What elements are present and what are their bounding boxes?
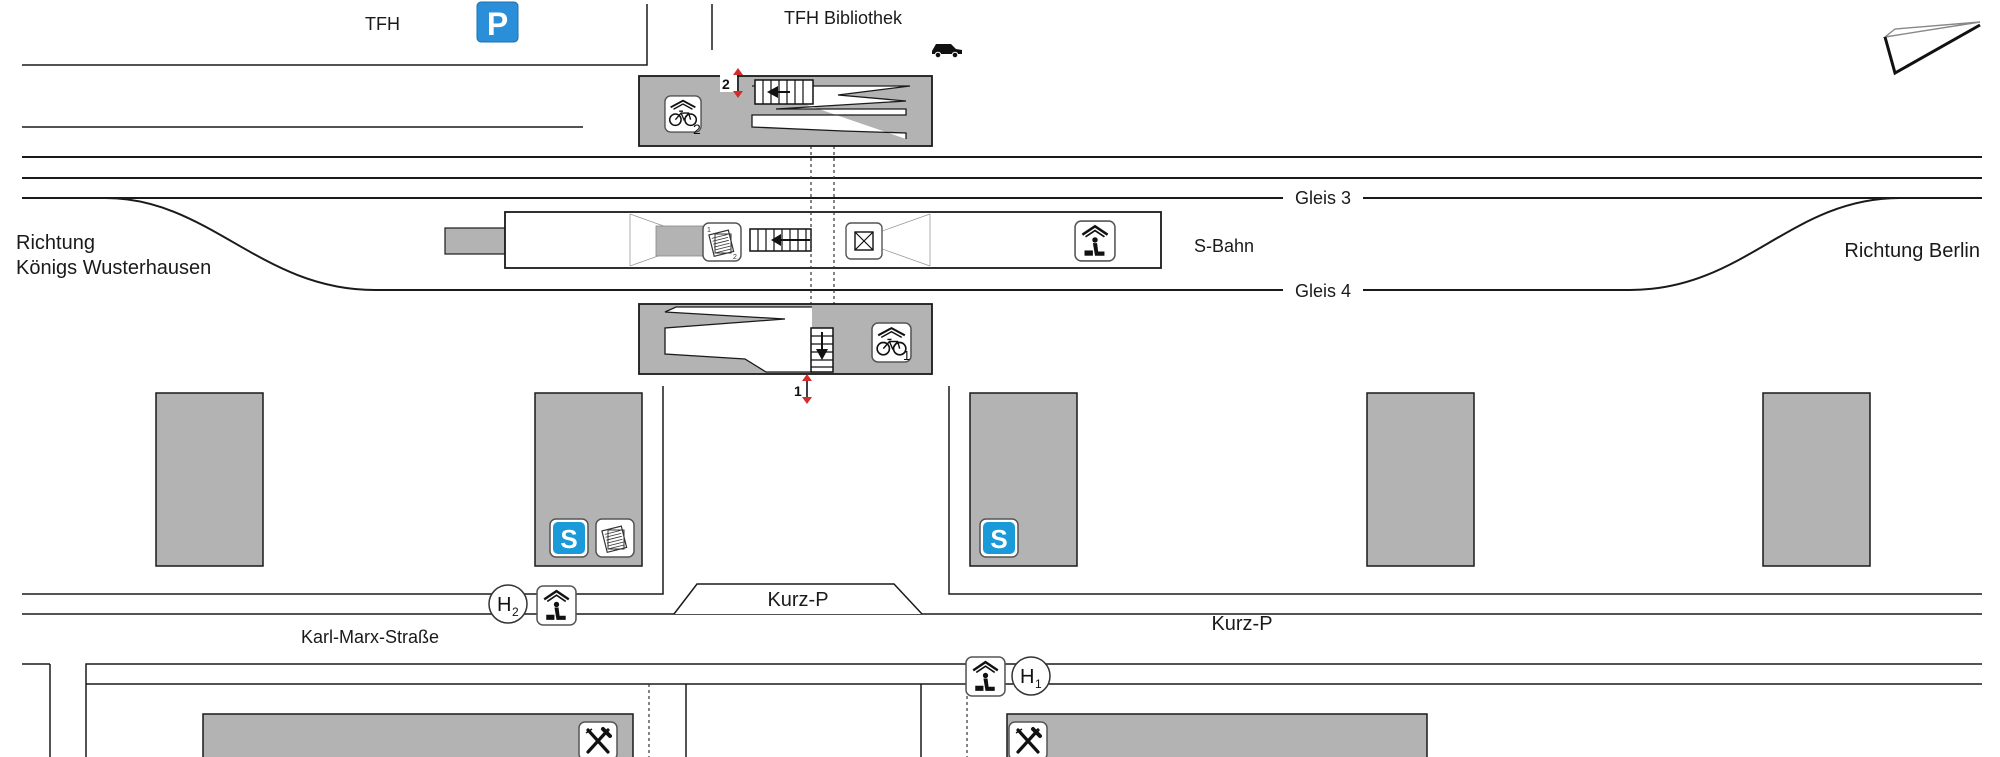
tracks: Gleis 3 Gleis 4 Richtung Königs Wusterha…: [16, 156, 1982, 301]
ticket-small-1: 1: [707, 227, 711, 234]
waiting-shelter-icon: [1074, 220, 1116, 262]
bus-stop-1-number: 1: [1035, 677, 1042, 691]
street-area: Kurz-P Kurz-P Karl-Marx-Straße H 2 H 1: [22, 386, 1982, 757]
top-area: TFH TFH Bibliothek P: [22, 1, 1981, 128]
track-4-label: Gleis 4: [1295, 281, 1351, 301]
sbahn-label: S-Bahn: [1194, 236, 1254, 256]
direction-left-label-2: Königs Wusterhausen: [16, 257, 211, 279]
south-access-building: 1 1: [638, 303, 933, 404]
kurz-p-street-label: Kurz-P: [1211, 613, 1272, 635]
bike-north-number: 2: [693, 121, 701, 137]
stairs-icon: [749, 228, 812, 252]
sbahn-letter-2: S: [990, 524, 1007, 554]
bus-stop-icon: H 1: [1011, 656, 1051, 696]
car-icon: [932, 44, 962, 59]
platform: 1 2 S-Bahn: [444, 211, 1254, 269]
bus-stop-1-letter: H: [1020, 666, 1034, 688]
bike-south-number: 1: [903, 348, 910, 363]
ticket-machine-icon: [595, 518, 635, 558]
restaurant-icon: [578, 721, 618, 757]
direction-left-label: Richtung: [16, 232, 95, 254]
parking-letter: P: [487, 6, 508, 42]
direction-right-label: Richtung Berlin: [1844, 240, 1980, 262]
tfh-label: TFH: [365, 14, 400, 34]
north-access-building: 2 2: [638, 68, 933, 147]
elevator-icon: [845, 222, 883, 260]
bus-stop-2-letter: H: [497, 594, 511, 616]
ticket-small-2: 2: [733, 254, 737, 261]
step-free-access-icon: 2: [720, 68, 743, 98]
tfh-library-label: TFH Bibliothek: [784, 8, 903, 28]
restaurant-icon: [1008, 721, 1048, 757]
sbahn-icon: S: [979, 518, 1019, 558]
parking-icon: P: [476, 1, 519, 43]
step-free-access-icon: 1: [794, 374, 812, 404]
bus-stop-2-number: 2: [512, 605, 519, 619]
track-3-label: Gleis 3: [1295, 188, 1351, 208]
access-north-number: 2: [722, 76, 730, 92]
waiting-shelter-icon: [536, 585, 577, 626]
stairs-icon: [754, 79, 814, 105]
street-name-label: Karl-Marx-Straße: [301, 627, 439, 647]
bus-stop-icon: H 2: [488, 584, 528, 624]
kurz-p-bay-label: Kurz-P: [767, 589, 828, 611]
sbahn-icon: S: [549, 518, 589, 558]
sbahn-letter: S: [560, 524, 577, 554]
north-arrow-icon: [1882, 21, 1981, 76]
stairs-icon: [810, 327, 834, 373]
access-south-number: 1: [794, 383, 802, 399]
waiting-shelter-icon: [965, 656, 1006, 697]
buildings-row: S S: [155, 392, 1871, 567]
